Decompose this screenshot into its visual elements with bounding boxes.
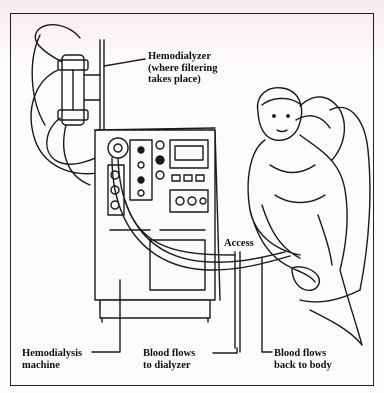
blood-back-to-body-label: Blood flows back to body (274, 348, 374, 371)
machine-label: Hemodialysis machine (22, 348, 122, 371)
access-label: Access (224, 238, 254, 250)
blood-to-dialyzer-label: Blood flows to dialyzer (143, 348, 243, 371)
hemodialyzer-label: Hemodialyzer (where filtering takes plac… (148, 51, 268, 86)
